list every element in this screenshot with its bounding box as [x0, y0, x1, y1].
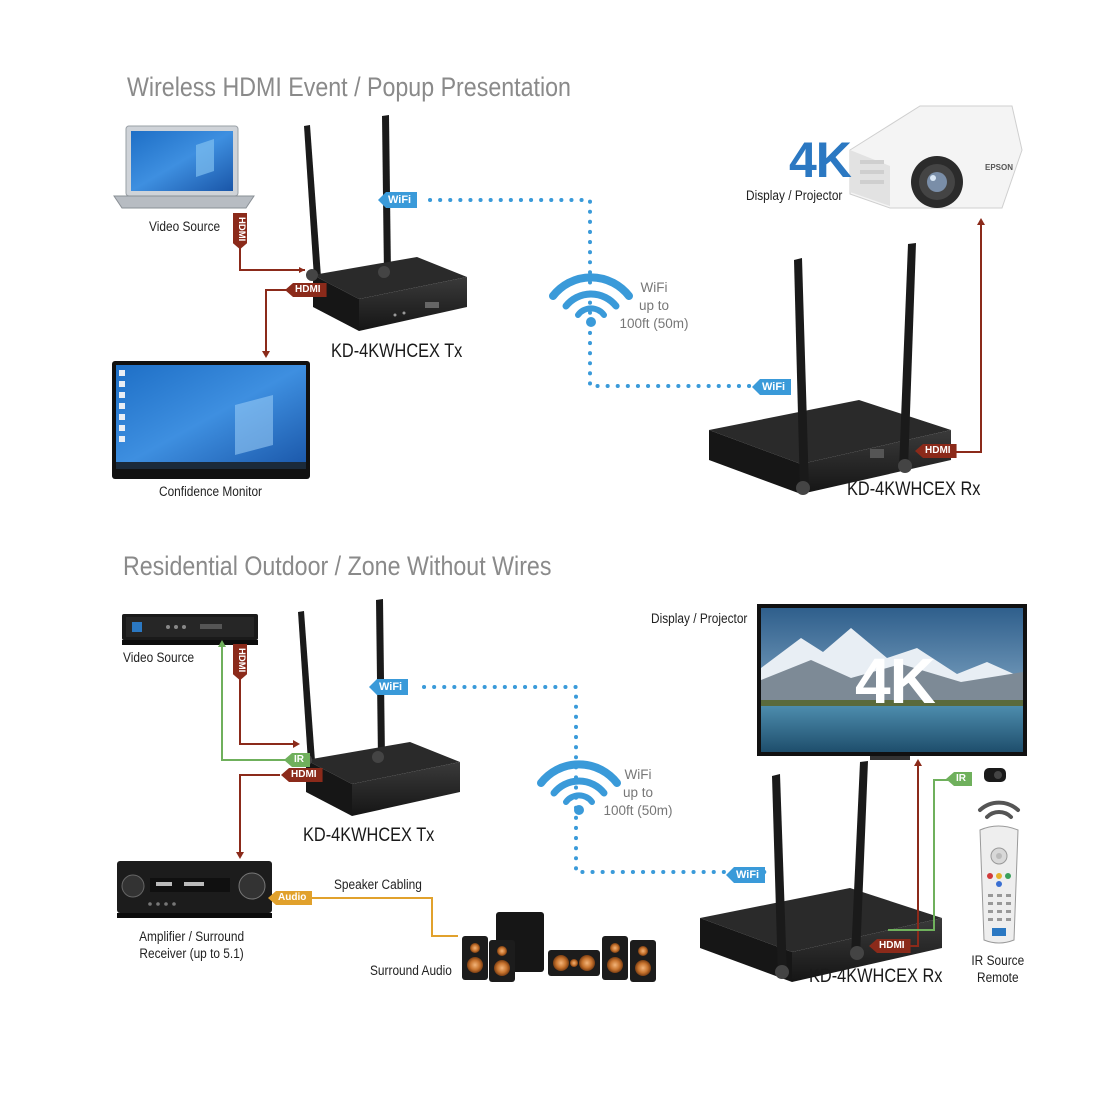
audio-tag: Audio: [268, 891, 313, 905]
section-title-top: Wireless HDMI Event / Popup Presentation: [127, 72, 571, 102]
hdmi-tag-vertical: HDMI: [233, 213, 247, 249]
badge-4k: 4K: [855, 645, 936, 717]
hdmi-wire-source: [239, 240, 305, 271]
ir-wire-display: [888, 779, 950, 931]
surround-audio-label: Surround Audio: [370, 963, 452, 978]
projector-icon: [849, 105, 1023, 209]
wifi-tag: WiFi: [726, 867, 766, 883]
wifi-signal-icon: [549, 273, 633, 327]
rx-label: KD-4KWHCEX Rx: [847, 479, 981, 500]
receiver-icon: [700, 761, 942, 982]
monitor-icon: [112, 361, 310, 479]
speaker-cable: [300, 897, 458, 937]
amplifier-label: Amplifier / Surround Receiver (up to 5.1…: [139, 929, 245, 961]
ir-tag: IR: [946, 772, 972, 786]
hdmi-wire-source: [239, 674, 298, 745]
receiver-icon: [709, 243, 951, 495]
ir-wire-source: [221, 642, 290, 761]
wifi-link-top: [428, 198, 782, 388]
hdmi-tag-vertical: HDMI: [233, 644, 247, 680]
tv-display-icon: [757, 604, 1027, 760]
tx-label: KD-4KWHCEX Tx: [331, 341, 463, 362]
hdmi-tag: HDMI: [915, 444, 957, 458]
confidence-monitor-label: Confidence Monitor: [159, 484, 263, 499]
wifi-range-note: WiFi up to 100ft (50m): [619, 280, 689, 331]
settop-box-icon: [122, 614, 258, 645]
ir-tag: IR: [284, 753, 310, 767]
surround-speakers-icon: [462, 912, 656, 982]
hdmi-tag: HDMI: [869, 939, 911, 953]
video-source-label: Video Source: [149, 219, 221, 234]
remote-wifi-icon: [978, 800, 1020, 819]
transmitter-icon: [298, 599, 460, 816]
display-label: Display / Projector: [651, 611, 748, 626]
wifi-range-note: WiFi up to 100ft (50m): [603, 767, 673, 818]
tx-label: KD-4KWHCEX Tx: [303, 825, 435, 846]
wifi-tag: WiFi: [369, 679, 409, 695]
speaker-cabling-label: Speaker Cabling: [334, 877, 422, 892]
hdmi-tag: HDMI: [285, 283, 327, 297]
wifi-signal-icon: [537, 760, 621, 815]
hdmi-wire-monitor: [265, 289, 290, 356]
ir-eye-icon: [984, 768, 1006, 782]
display-label: Display / Projector: [746, 188, 843, 203]
amplifier-icon: [117, 861, 272, 918]
wifi-tag: WiFi: [378, 192, 418, 208]
video-source-label: Video Source: [123, 650, 195, 665]
remote-control-icon: [979, 825, 1019, 944]
section-title-bottom: Residential Outdoor / Zone Without Wires: [123, 551, 552, 581]
projector-brand: EPSON: [985, 163, 1014, 172]
rx-label: KD-4KWHCEX Rx: [809, 966, 943, 987]
badge-4k: 4K: [789, 132, 852, 188]
hdmi-tag: HDMI: [281, 768, 323, 782]
wifi-tag: WiFi: [752, 379, 792, 395]
ir-remote-label: IR Source Remote: [971, 953, 1025, 985]
hdmi-wire-amplifier: [239, 774, 280, 856]
transmitter-icon: [304, 115, 467, 331]
laptop-icon: [113, 125, 255, 209]
hdmi-wire-projector: [946, 222, 982, 453]
